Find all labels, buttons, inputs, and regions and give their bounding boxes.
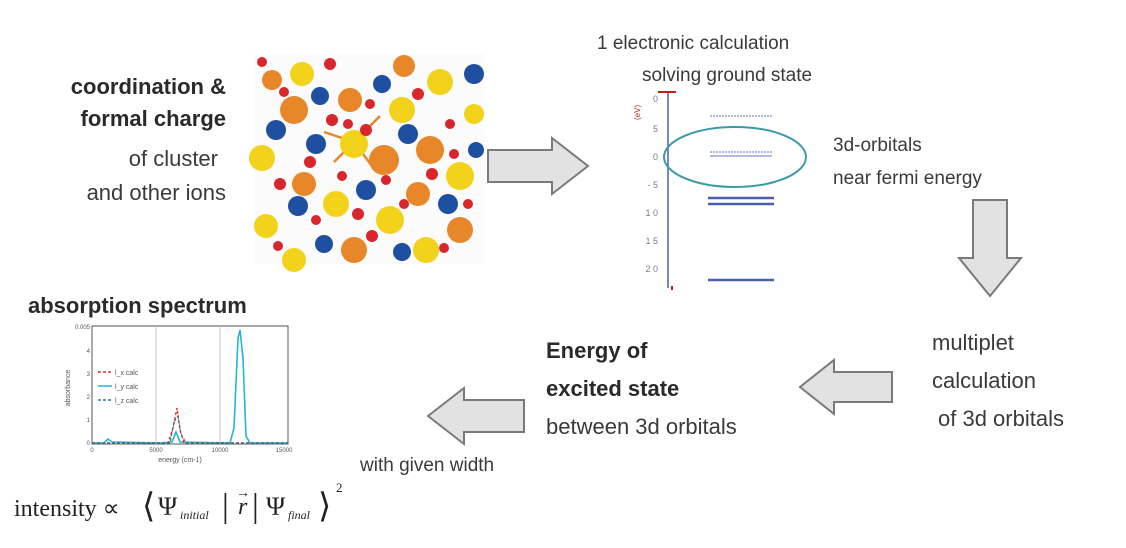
formula-vector-arrow: → <box>236 486 250 501</box>
xtick-4: 15000 <box>276 448 293 454</box>
axis-unit-label: (eV) <box>633 105 642 120</box>
orbitals-note-line1: 3d-orbitals <box>833 135 922 156</box>
orbitals-note-line2: near fermi energy <box>833 168 982 189</box>
ytick-6: 0 <box>87 441 91 447</box>
arrow-right <box>487 135 590 197</box>
formula-bar-1: | <box>222 488 229 525</box>
ytick-3: 3 <box>87 372 91 378</box>
ytick-2: 4 <box>87 349 91 355</box>
excited-line1: Energy of <box>546 338 648 363</box>
formula-psi-initial: Ψ <box>158 492 178 521</box>
multiplet-line3: of 3d orbitals <box>938 406 1064 431</box>
energy-axis: 0 5 0 - 5 1 0 1 5 2 0 (eV) <box>633 91 774 290</box>
xtick-2: 5000 <box>149 448 163 454</box>
xtick-3: 10000 <box>212 448 229 454</box>
tick-label-2: 5 <box>653 124 658 134</box>
spectrum-curve-teal <box>92 414 288 444</box>
yellow-atoms <box>249 62 484 272</box>
formula-lhs: intensity ∝ <box>14 496 120 522</box>
crystal-structure-image <box>249 54 484 272</box>
legend-item-3: l_z calc <box>115 398 139 405</box>
tick-label-5: 1 0 <box>645 208 658 218</box>
multiplet-line2: calculation <box>932 368 1036 393</box>
tick-label-4: - 5 <box>647 180 658 190</box>
formula-final-subscript: final <box>288 508 311 522</box>
tick-label-3: 0 <box>653 152 658 162</box>
orange-atoms <box>262 55 473 263</box>
arrow-down <box>956 199 1024 298</box>
ytick-5: 1 <box>87 418 91 424</box>
blue-atoms <box>266 64 484 261</box>
multiplet-line1: multiplet <box>932 330 1014 355</box>
formula-psi-final: Ψ <box>266 492 286 521</box>
xtick-1: 0 <box>90 448 94 454</box>
tick-label-6: 1 5 <box>645 236 658 246</box>
width-note: with given width <box>360 455 495 476</box>
fermi-ellipse <box>663 126 807 188</box>
arrow-left-middle <box>798 357 893 417</box>
formula-power: 2 <box>336 480 343 495</box>
electronic-calc-line1: 1 electronic calculation <box>597 33 790 54</box>
red-atoms <box>257 57 473 253</box>
formula-operator: r <box>238 494 248 520</box>
spectrum-ylabel: absorbance <box>65 370 72 407</box>
tick-label-7: 2 0 <box>645 264 658 274</box>
excited-line3: between 3d orbitals <box>546 414 737 439</box>
legend-item-2: l_y calc <box>115 384 139 391</box>
excited-line2: excited state <box>546 376 680 401</box>
formula-left-bracket: ⟨ <box>142 488 156 525</box>
formula-bar-2: | <box>252 488 259 525</box>
label-formal-charge: formal charge <box>80 106 227 131</box>
deep-levels <box>708 196 774 282</box>
tick-label-1: 0 <box>653 94 658 104</box>
ytick-4: 2 <box>87 395 91 401</box>
ytick-1: 0.005 <box>75 325 91 331</box>
label-of-cluster: of cluster <box>128 146 218 171</box>
formula-initial-subscript: initial <box>180 508 209 522</box>
arrow-left-lower <box>426 385 525 447</box>
absorption-spectrum-plot: 0.005 4 3 2 1 0 0 5000 10000 15000 energ… <box>65 325 293 464</box>
legend-item-1: l_x calc <box>115 370 139 377</box>
formula-right-bracket: ⟩ <box>318 488 332 525</box>
spectrum-title: absorption spectrum <box>28 293 247 318</box>
spectrum-xlabel: energy (cm-1) <box>158 457 202 464</box>
energy-levels <box>710 115 772 157</box>
label-coordination: coordination & <box>70 74 226 99</box>
label-other-ions: and other ions <box>86 180 226 205</box>
spectrum-curve-cyan <box>92 329 288 444</box>
spectrum-legend: l_x calc l_y calc l_z calc <box>98 370 139 405</box>
electronic-calc-line2: solving ground state <box>642 65 813 86</box>
